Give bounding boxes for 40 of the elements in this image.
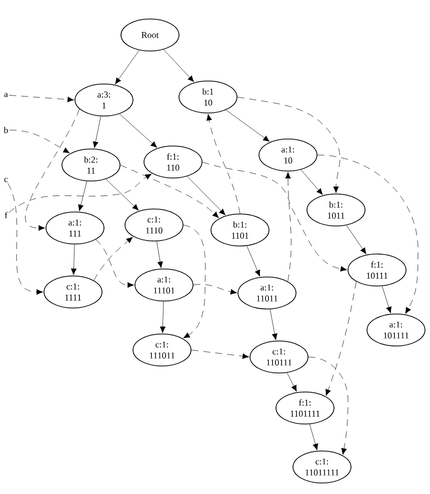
tree-arrow (70, 244, 77, 276)
node-link-arrow (9, 130, 70, 154)
node-link-arrow (25, 108, 80, 231)
node-link-arrow (9, 95, 74, 102)
tree-arrow (346, 225, 366, 254)
tree-arrow (78, 181, 88, 212)
header-letter: c (4, 178, 8, 182)
tree-arrow (186, 176, 226, 216)
tree-arrow (246, 246, 260, 277)
tree-arrow (163, 49, 194, 82)
node-link-arrow (8, 183, 44, 295)
tree-arrow (160, 301, 166, 334)
node-link-arrow (8, 174, 152, 213)
tree-arrow (119, 114, 158, 148)
tree-arrow (382, 286, 392, 314)
node-link-arrow (285, 172, 292, 282)
tree-arrow (115, 50, 140, 84)
node-link-arrow (325, 281, 356, 396)
node-link-arrow (237, 96, 340, 194)
header-letter: a (4, 92, 8, 98)
tree-arrow (156, 241, 163, 268)
node-link-arrow (191, 350, 250, 359)
tree-arrow (309, 424, 318, 450)
node-link-arrow (120, 164, 219, 218)
node-link-arrow (308, 356, 348, 455)
node-link-arrow (206, 114, 240, 214)
tree-arrow (92, 116, 101, 148)
node-link-arrow (96, 239, 134, 288)
node-link-arrow (193, 284, 238, 295)
node-link-arrow (317, 154, 418, 314)
tree-arrow (300, 170, 323, 195)
tree-arrow (270, 309, 278, 340)
node-link-arrow (183, 224, 206, 338)
tree-arrow (286, 372, 297, 392)
node-link-arrow (94, 236, 133, 281)
tree-arrow (106, 178, 139, 211)
node-link-arrow (202, 162, 348, 272)
header-letter: f (4, 212, 8, 218)
header-letter: b (4, 126, 8, 134)
tree-arrow (226, 110, 270, 142)
